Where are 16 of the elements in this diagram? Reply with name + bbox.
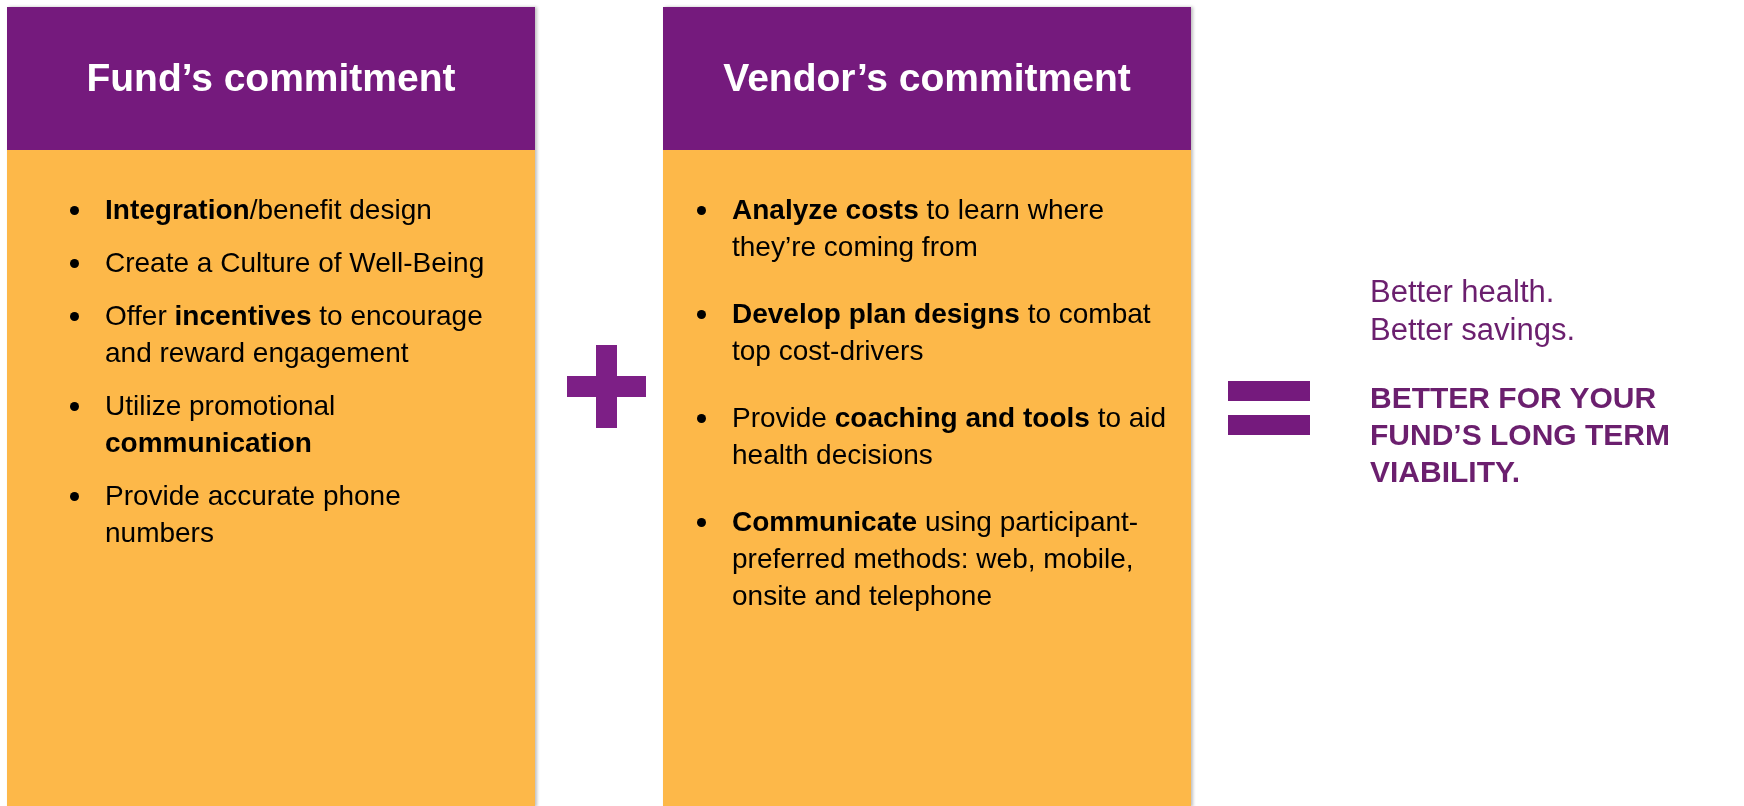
panel-heading: Fund’s commitment xyxy=(86,55,456,102)
tagline-text: Better health. xyxy=(1370,273,1556,311)
bullet-text: Create a Culture of Well-Being xyxy=(105,246,485,280)
conclusion-text: BETTER FOR YOUR FUND’S LONG TERM VIABILITY. xyxy=(1370,380,1671,490)
bullet-text: Communicate using participant-preferred methods: web, mobile, onsite and telephone xyxy=(732,505,1140,613)
bullet-text: Analyze costs to learn where they’re coming from xyxy=(732,193,1105,264)
tagline-text: Better savings. xyxy=(1370,311,1577,349)
bullet-text: Provide accurate phone numbers xyxy=(105,479,402,550)
bullet-text: Develop plan designs to combat top cost-drivers xyxy=(732,297,1152,368)
panel-heading: Vendor’s commitment xyxy=(723,55,1131,102)
bullet-text: Offer incentives to encourage and reward engagement xyxy=(105,299,484,370)
bullet-text: Integration/benefit design xyxy=(105,193,432,227)
bullet-text: Provide coaching and tools to aid health decisions xyxy=(732,401,1168,472)
commitment-panel xyxy=(7,7,535,806)
bullet-text: Utilize promotional communication xyxy=(105,389,337,460)
commitment-panel xyxy=(663,7,1191,806)
